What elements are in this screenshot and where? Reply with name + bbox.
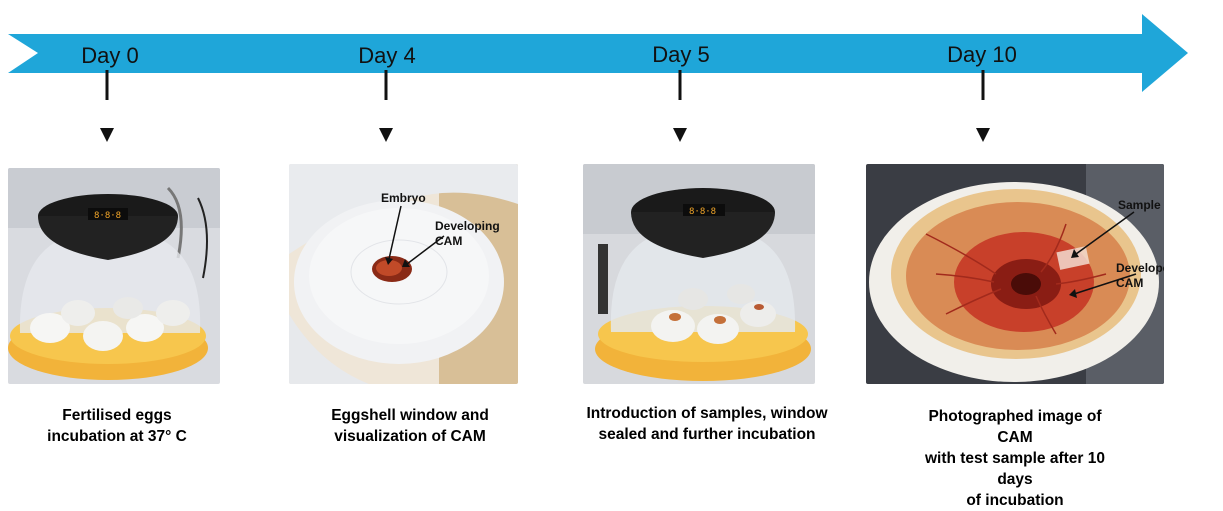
down-arrows: [105, 70, 985, 100]
label-embryo: Embryo: [381, 191, 426, 205]
label-developed-cam: CAM: [1116, 276, 1143, 290]
caption-day5: Introduction of samples, window sealed a…: [586, 405, 828, 443]
incubator-with-eggs-photo: 8·8·8: [8, 168, 220, 384]
svg-text:8·8·8: 8·8·8: [689, 207, 716, 217]
day-label-5: Day 5: [652, 42, 710, 67]
label-developed: Developed: [1116, 261, 1164, 275]
day-label-10: Day 10: [947, 42, 1017, 67]
caption-day4: Eggshell window and visualization of CAM: [331, 407, 489, 445]
timeline-arrow: [8, 14, 1188, 100]
caption-day0: Fertilised eggs incubation at 37° C: [47, 407, 187, 445]
sealed-eggs-incubator-photo: 8·8·8: [583, 164, 815, 384]
label-developing: Developing: [435, 219, 500, 233]
label-sample: Sample: [1118, 198, 1161, 212]
label-developing-cam: CAM: [435, 234, 462, 248]
day-label-4: Day 4: [358, 43, 416, 68]
svg-text:8·8·8: 8·8·8: [94, 211, 121, 221]
day-label-0: Day 0: [81, 43, 139, 68]
cam-with-sample-photo: Sample Developed CAM: [866, 164, 1164, 384]
timeline-arrow-shape: [8, 14, 1188, 92]
eggshell-window-photo: Embryo Developing CAM: [289, 164, 518, 384]
down-arrowheads: [100, 128, 990, 142]
caption-day10: Photographed image of CAM with test samp…: [924, 408, 1106, 509]
